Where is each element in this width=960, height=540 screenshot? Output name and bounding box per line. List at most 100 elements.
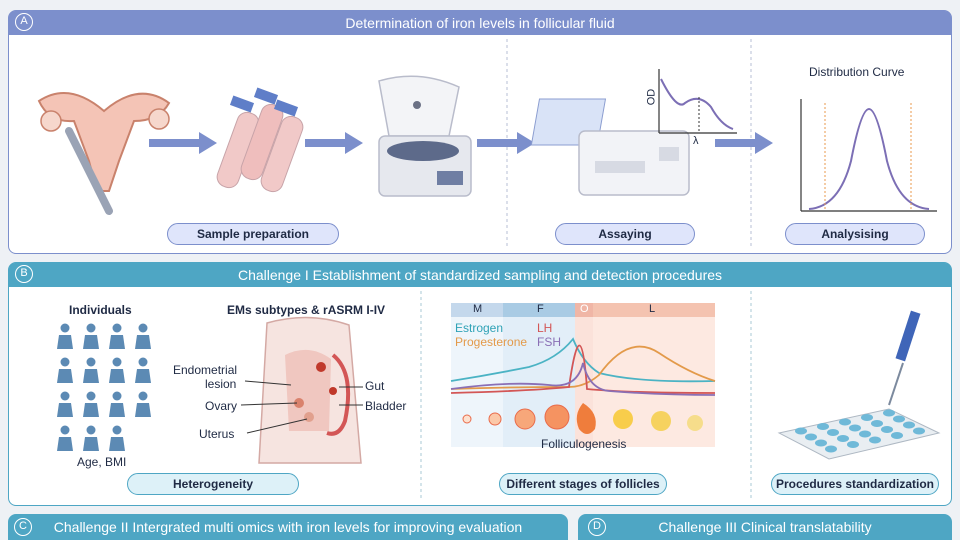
- plate-reader-illustration: [530, 98, 690, 196]
- plate-well: [891, 432, 903, 439]
- person-head-icon: [60, 323, 70, 333]
- panel-d-title: Challenge III Clinical translatability: [658, 519, 872, 535]
- bladder-label: Bladder: [365, 399, 407, 413]
- person-head-icon: [112, 357, 122, 367]
- pipette-and-plate-illustration: [777, 310, 941, 460]
- distribution-title: Distribution Curve: [809, 65, 905, 79]
- person-body-icon: [83, 369, 99, 383]
- progesterone-legend: Progesterone: [455, 335, 528, 349]
- fsh-curve: [450, 362, 716, 396]
- arrow-3: [477, 132, 535, 154]
- person-body-icon: [57, 403, 73, 417]
- plate-well: [913, 427, 925, 435]
- plate-well: [893, 415, 905, 423]
- phase-f-label: F: [537, 303, 544, 315]
- person-head-icon: [60, 425, 70, 435]
- person-head-icon: [112, 391, 122, 401]
- panel-b-title: Challenge I Establishment of standardize…: [237, 267, 723, 283]
- age-bmi-label: Age, BMI: [77, 455, 127, 469]
- fsh-legend: FSH: [537, 335, 561, 349]
- flow-arrows-a: [149, 132, 773, 154]
- lambda-axis-label: λ: [693, 135, 699, 147]
- person-body-icon: [109, 369, 125, 383]
- person-head-icon: [86, 425, 96, 435]
- panel-b: B Challenge I Establishment of standardi…: [8, 262, 952, 506]
- person-body-icon: [57, 437, 73, 451]
- phase-o-label: O: [580, 303, 589, 315]
- plate-well: [869, 436, 881, 444]
- estrogen-curve: [450, 337, 716, 383]
- distribution-curve-chart: [800, 99, 937, 212]
- person-head-icon: [138, 391, 148, 401]
- od-axis-label: OD: [645, 88, 658, 106]
- person-body-icon: [109, 335, 125, 349]
- torso-illustration: [240, 316, 363, 464]
- pill-analysising: Analysising: [785, 223, 925, 245]
- hormone-curves: [450, 337, 716, 396]
- person-head-icon: [60, 357, 70, 367]
- panel-a-badge: A: [15, 13, 33, 31]
- pill-procedures-standardization: Procedures standardization: [771, 473, 939, 495]
- individuals-label: Individuals: [69, 303, 132, 317]
- people-grid-illustration: [57, 323, 151, 451]
- person-body-icon: [135, 369, 151, 383]
- person-head-icon: [86, 323, 96, 333]
- uterus-illustration: [37, 92, 171, 215]
- plate-well: [825, 445, 837, 453]
- lh-legend: LH: [537, 321, 553, 335]
- person-body-icon: [109, 403, 125, 417]
- pill-heterogeneity: Heterogeneity: [127, 473, 299, 495]
- plate-well: [883, 409, 895, 417]
- person-head-icon: [138, 357, 148, 367]
- od-spectrum-chart: [658, 69, 737, 134]
- plate-well: [827, 429, 839, 436]
- folliculogenesis-label: Folliculogenesis: [541, 437, 627, 451]
- plate-well: [849, 424, 861, 432]
- gut-label: Gut: [365, 379, 385, 393]
- plate-well: [861, 414, 873, 421]
- panel-a: A Determination of iron levels in follic…: [8, 10, 952, 254]
- ovary-label: Ovary: [205, 399, 238, 413]
- plate-well: [837, 435, 849, 442]
- pill-assaying: Assaying: [555, 223, 695, 245]
- estrogen-legend: Estrogen: [455, 321, 504, 335]
- plate-well: [815, 439, 827, 447]
- person-body-icon: [83, 335, 99, 349]
- plate-well: [859, 430, 871, 438]
- person-head-icon: [112, 425, 122, 435]
- person-body-icon: [83, 437, 99, 451]
- plate-well: [795, 427, 807, 435]
- plate-well: [805, 433, 817, 441]
- pill-follicle-stages: Different stages of follicles: [499, 473, 667, 495]
- plate-well: [839, 418, 851, 426]
- phase-m-label: M: [473, 303, 483, 315]
- progesterone-curve: [450, 345, 716, 390]
- person-head-icon: [138, 323, 148, 333]
- panel-a-header: A Determination of iron levels in follic…: [9, 11, 951, 35]
- plate-well: [817, 423, 829, 430]
- panel-b-header: B Challenge I Establishment of standardi…: [9, 263, 951, 287]
- panel-c-badge: C: [14, 518, 32, 536]
- panel-c-title: Challenge II Intergrated multi omics wit…: [53, 519, 523, 535]
- person-head-icon: [112, 323, 122, 333]
- test-tubes-illustration: [216, 87, 304, 193]
- person-body-icon: [135, 403, 151, 417]
- arrow-1: [149, 132, 217, 154]
- panel-d-header: D Challenge III Clinical translatability: [578, 514, 952, 540]
- plate-well: [881, 426, 893, 433]
- person-body-icon: [57, 369, 73, 383]
- lesion-label: lesion: [205, 377, 237, 391]
- cycle-phase-bands: [451, 303, 715, 447]
- plate-well: [847, 441, 859, 448]
- uterus-label: Uterus: [199, 427, 235, 441]
- person-head-icon: [86, 391, 96, 401]
- person-body-icon: [57, 335, 73, 349]
- person-head-icon: [60, 391, 70, 401]
- person-body-icon: [83, 403, 99, 417]
- pill-sample-preparation: Sample preparation: [167, 223, 339, 245]
- plate-well: [871, 420, 883, 427]
- panel-b-badge: B: [15, 265, 33, 283]
- ems-title: EMs subtypes & rASRM I-IV: [227, 303, 386, 317]
- person-body-icon: [109, 437, 125, 451]
- panel-b-illustrations: [57, 291, 941, 499]
